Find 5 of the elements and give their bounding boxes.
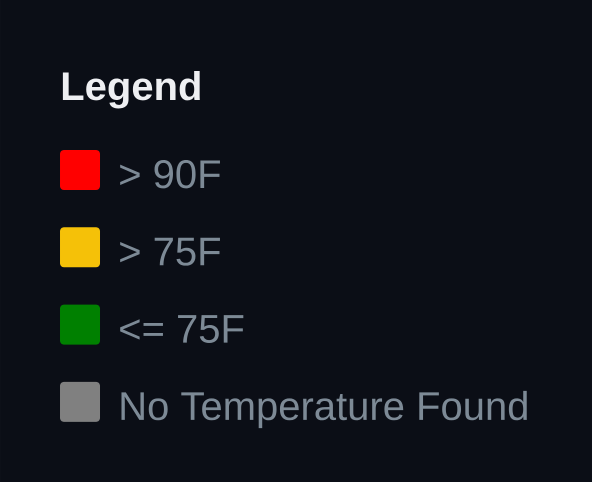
legend-label: > 90F (120, 160, 220, 188)
legend-label: No Temperature Found (121, 390, 527, 428)
legend-label: > 75F (120, 238, 220, 266)
heading: Legend (62, 71, 200, 108)
legend-label: <= 75F (120, 315, 244, 343)
